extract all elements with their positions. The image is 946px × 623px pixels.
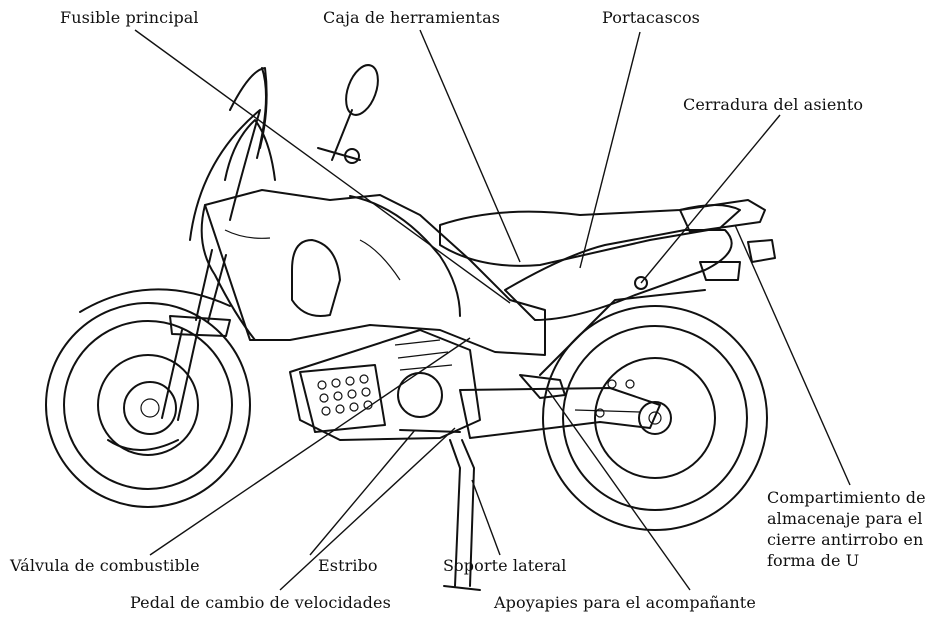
- leader-cerradura: [641, 115, 780, 283]
- seat: [440, 205, 740, 320]
- footrests: [400, 375, 565, 432]
- label-compartimiento-line3: cierre antirrobo en: [767, 529, 923, 550]
- leader-soporte: [472, 480, 500, 555]
- label-estribo: Estribo: [318, 556, 378, 575]
- label-portacascos: Portacascos: [602, 8, 700, 27]
- label-fusible-principal: Fusible principal: [60, 8, 199, 27]
- label-pedal-cambio: Pedal de cambio de velocidades: [130, 593, 391, 612]
- windscreen: [225, 68, 275, 180]
- engine-cover-holes: [318, 375, 372, 415]
- label-compartimiento-line1: Compartimiento de: [767, 487, 926, 508]
- body-fairing: [190, 68, 545, 355]
- leader-fusible: [135, 30, 510, 303]
- leader-portacascos: [580, 32, 640, 268]
- label-compartimiento-line2: almacenaje para el: [767, 508, 923, 529]
- label-apoyapies: Apoyapies para el acompañante: [494, 593, 756, 612]
- leader-estribo: [310, 430, 415, 555]
- label-soporte-lateral: Soporte lateral: [443, 556, 566, 575]
- label-caja-herramientas: Caja de herramientas: [323, 8, 500, 27]
- rear-rack: [680, 200, 775, 280]
- leader-compartimiento: [735, 225, 850, 485]
- label-valvula-combustible: Válvula de combustible: [10, 556, 200, 575]
- front-wheel: [46, 303, 250, 507]
- leader-lines: [135, 30, 850, 590]
- label-compartimiento-line4: forma de U: [767, 550, 859, 571]
- mirror-handlebar: [318, 61, 384, 163]
- label-cerradura-asiento: Cerradura del asiento: [683, 95, 863, 114]
- engine: [290, 330, 480, 440]
